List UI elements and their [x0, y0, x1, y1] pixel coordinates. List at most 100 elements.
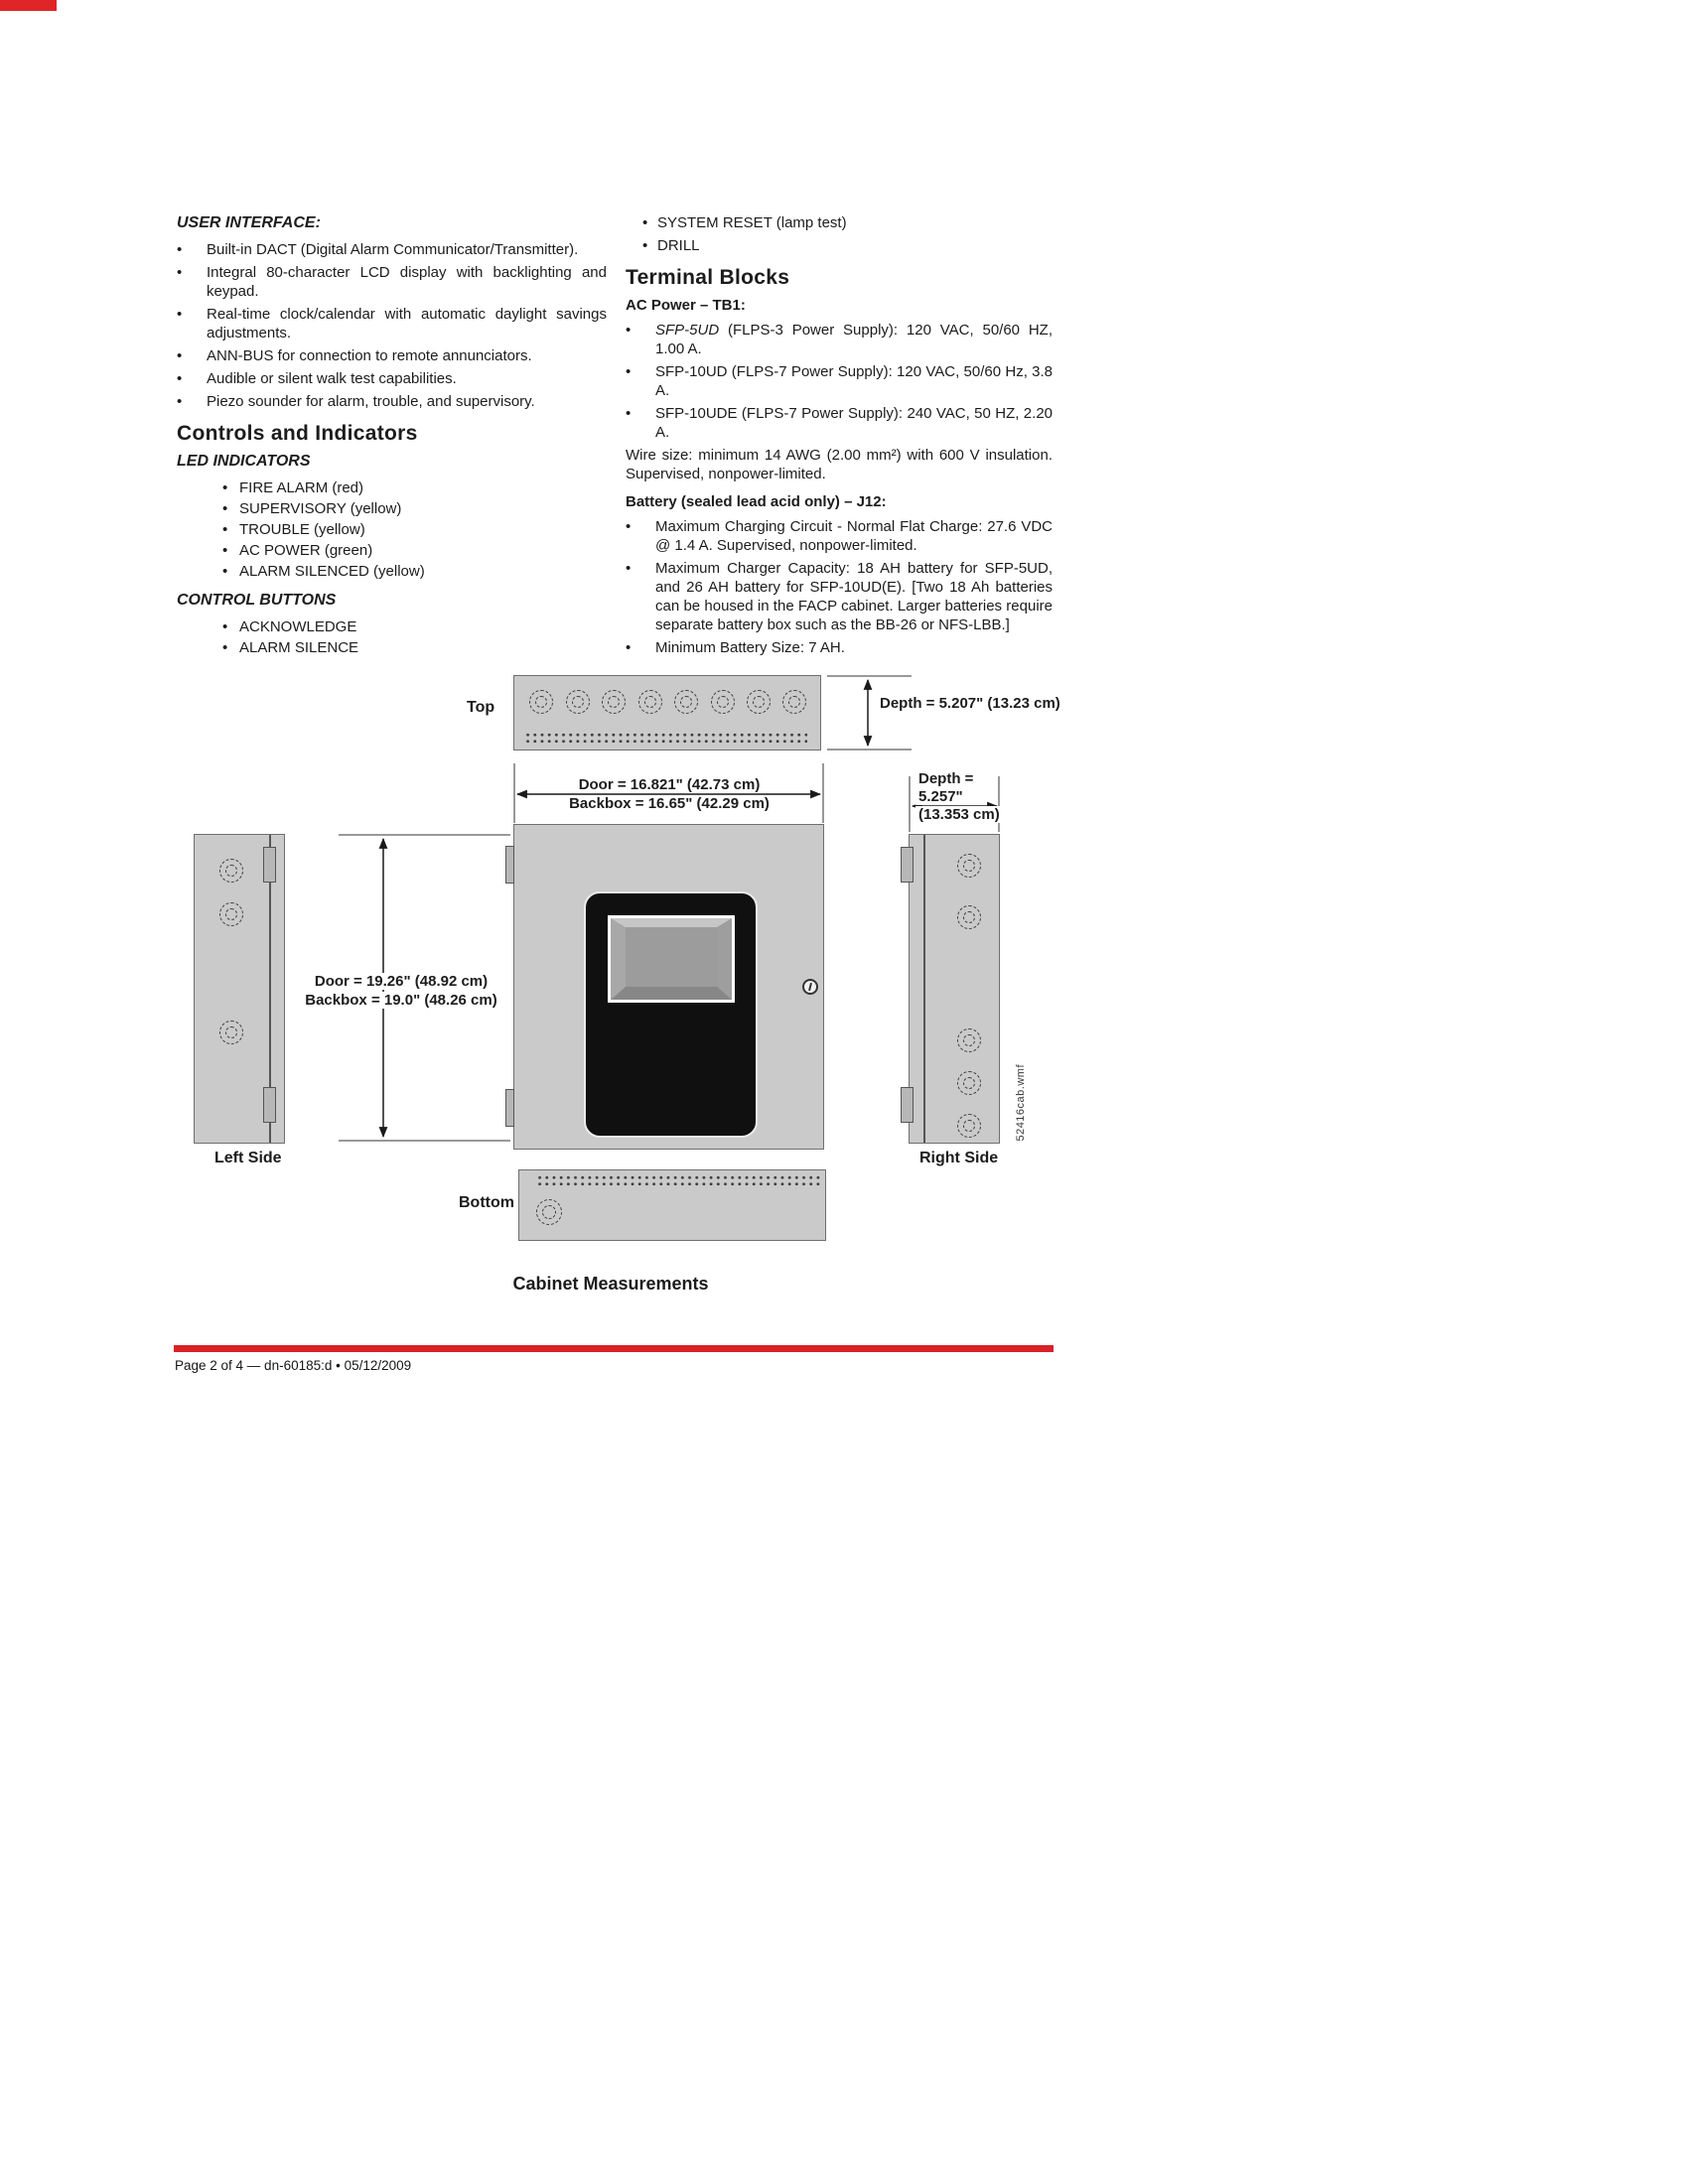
- door-edge-line: [269, 835, 271, 1143]
- knockout-inner: [542, 1205, 556, 1219]
- bullet-rest: (FLPS-3 Power Supply): 120 VAC, 50/60 HZ…: [655, 322, 1053, 357]
- list-item: ANN-BUS for connection to remote annunci…: [177, 346, 607, 365]
- knockout-circle: [711, 690, 735, 714]
- list-item: FIRE ALARM (red): [222, 478, 607, 497]
- bullet-text: SFP-10UD (FLPS-7 Power Supply): 120 VAC,…: [655, 363, 1053, 399]
- right-side-view: [909, 834, 1000, 1144]
- bullet-text: ACKNOWLEDGE: [239, 618, 357, 635]
- bullet-text: Maximum Charger Capacity: 18 AH battery …: [655, 560, 1053, 633]
- bullet-text: ALARM SILENCED (yellow): [239, 563, 425, 580]
- list-item: TROUBLE (yellow): [222, 520, 607, 539]
- footer-rule: [174, 1345, 1054, 1352]
- knockout-circle: [219, 1021, 243, 1044]
- depth-right-line2: 5.257": [915, 788, 966, 805]
- knockout-inner: [225, 1026, 237, 1038]
- bottom-view-label: Bottom: [459, 1194, 514, 1211]
- hinge: [263, 847, 276, 883]
- bullet-text: Integral 80-character LCD display with b…: [207, 264, 607, 300]
- lock-slot: [808, 982, 812, 992]
- knockout-inner: [963, 1120, 975, 1132]
- knockout-inner: [963, 911, 975, 923]
- knockout-inner: [225, 865, 237, 877]
- hinge: [263, 1087, 276, 1123]
- knockout-inner: [753, 696, 765, 708]
- left-side-label: Left Side: [214, 1150, 282, 1166]
- knockout-inner: [644, 696, 656, 708]
- bullet-text: ALARM SILENCE: [239, 639, 359, 656]
- vent-holes-top: [524, 732, 807, 745]
- height-dimension: Door = 19.26" (48.92 cm) Backbox = 19.0"…: [294, 972, 508, 1010]
- diagram-caption: Cabinet Measurements: [512, 1274, 709, 1294]
- list-item: Maximum Charger Capacity: 18 AH battery …: [626, 559, 1053, 634]
- depth-top-dimension: Depth = 5.207" (13.23 cm): [880, 695, 1060, 712]
- wire-size-note: Wire size: minimum 14 AWG (2.00 mm²) wit…: [626, 447, 1053, 482]
- bullet-text: Audible or silent walk test capabilities…: [207, 370, 457, 387]
- left-column: USER INTERFACE: Built-in DACT (Digital A…: [177, 213, 607, 659]
- vent-holes-bottom: [536, 1174, 820, 1187]
- knockout-circle: [957, 1114, 981, 1138]
- bullet-text: DRILL: [657, 237, 700, 254]
- watermark-filename: 52416cab.wmf: [1015, 1064, 1027, 1142]
- right-column: SYSTEM RESET (lamp test) DRILL Terminal …: [626, 213, 1053, 661]
- bullet-text: Built-in DACT (Digital Alarm Communicato…: [207, 241, 579, 258]
- bullet-text: ANN-BUS for connection to remote annunci…: [207, 347, 532, 364]
- bullet-text: SFP-10UDE (FLPS-7 Power Supply): 240 VAC…: [655, 405, 1053, 441]
- knockout-inner: [680, 696, 692, 708]
- depth-right-dimension: Depth = 5.257" (13.353 cm): [915, 770, 1003, 824]
- knockout-circle: [219, 902, 243, 926]
- knockout-circle: [957, 905, 981, 929]
- battery-heading: Battery (sealed lead acid only) – J12:: [626, 493, 887, 510]
- list-item: DRILL: [642, 236, 1053, 255]
- knockout-inner: [788, 696, 800, 708]
- list-item: Minimum Battery Size: 7 AH.: [626, 638, 1053, 657]
- list-item: Audible or silent walk test capabilities…: [177, 369, 607, 388]
- list-item: Piezo sounder for alarm, trouble, and su…: [177, 392, 607, 411]
- list-item: ALARM SILENCED (yellow): [222, 562, 607, 581]
- knockout-circle: [674, 690, 698, 714]
- knockout-circle: [638, 690, 662, 714]
- list-item: Integral 80-character LCD display with b…: [177, 263, 607, 301]
- model-name: SFP-5UD: [655, 322, 720, 339]
- bullet-text: AC POWER (green): [239, 542, 373, 559]
- bullet-text: SUPERVISORY (yellow): [239, 500, 402, 517]
- knockout-inner: [963, 1077, 975, 1089]
- knockout-inner: [225, 908, 237, 920]
- knockout-circle: [957, 1028, 981, 1052]
- door-width-label: Door = 16.821" (42.73 cm): [575, 776, 764, 793]
- door-lock: [802, 979, 818, 995]
- knockout-circle: [957, 854, 981, 878]
- door-height-label: Door = 19.26" (48.92 cm): [311, 973, 492, 990]
- controls-indicators-heading: Controls and Indicators: [177, 422, 418, 445]
- list-item: AC POWER (green): [222, 541, 607, 560]
- bullet-text: Piezo sounder for alarm, trouble, and su…: [207, 393, 535, 410]
- bullet-text: FIRE ALARM (red): [239, 479, 364, 496]
- bullet-text: SYSTEM RESET (lamp test): [657, 214, 847, 231]
- list-item: Real-time clock/calendar with automatic …: [177, 305, 607, 342]
- list-item: ACKNOWLEDGE: [222, 617, 607, 636]
- knockout-circle: [747, 690, 771, 714]
- ac-power-heading: AC Power – TB1:: [626, 297, 746, 314]
- top-view-label: Top: [467, 699, 495, 716]
- user-interface-heading: USER INTERFACE:: [177, 214, 321, 231]
- right-side-label: Right Side: [919, 1150, 999, 1166]
- list-item: Maximum Charging Circuit - Normal Flat C…: [626, 517, 1053, 555]
- list-item: Built-in DACT (Digital Alarm Communicato…: [177, 240, 607, 259]
- list-item: ALARM SILENCE: [222, 638, 607, 657]
- knockout-circle: [782, 690, 806, 714]
- list-item: SYSTEM RESET (lamp test): [642, 213, 1053, 232]
- footer-text: Page 2 of 4 — dn-60185:d • 05/12/2009: [175, 1358, 412, 1373]
- list-item: SFP-10UDE (FLPS-7 Power Supply): 240 VAC…: [626, 404, 1053, 442]
- knockout-inner: [963, 1034, 975, 1046]
- hinge: [505, 846, 514, 884]
- knockout-circle: [219, 859, 243, 883]
- knockout-circle: [602, 690, 626, 714]
- bullet-text: Minimum Battery Size: 7 AH.: [655, 639, 845, 656]
- page-corner-mark: [0, 0, 57, 11]
- bullet-text: Maximum Charging Circuit - Normal Flat C…: [655, 518, 1053, 554]
- knockout-circle: [536, 1199, 562, 1225]
- knockout-inner: [535, 696, 547, 708]
- knockout-inner: [717, 696, 729, 708]
- control-buttons-heading: CONTROL BUTTONS: [177, 592, 337, 609]
- bullet-text: SFP-5UD (FLPS-3 Power Supply): 120 VAC, …: [655, 321, 1053, 358]
